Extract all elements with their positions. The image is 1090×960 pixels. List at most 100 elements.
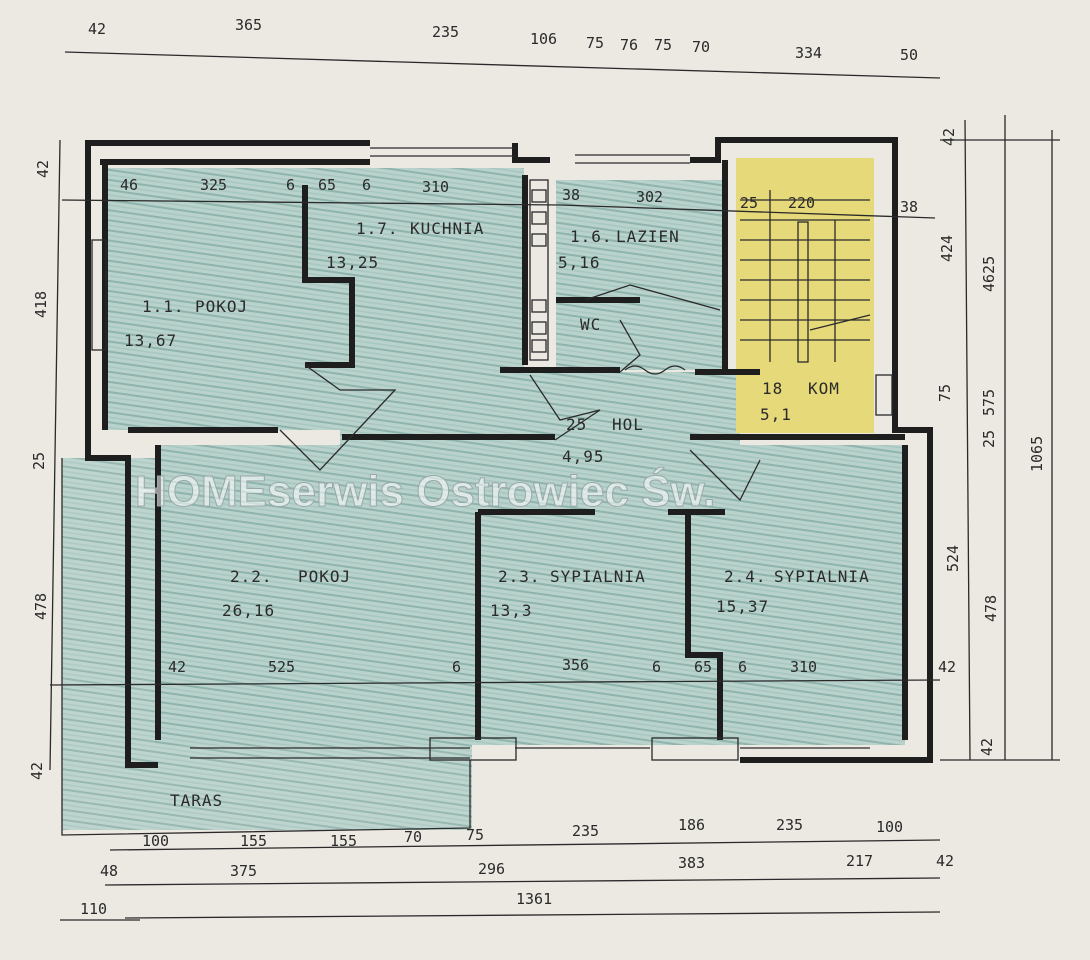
dim-text: 217 [846,852,873,870]
dim-text: 48 [100,862,118,880]
room-number: 1.1. [142,297,185,316]
dim-text: 296 [478,860,505,878]
left-dimensions: 42 418 25 478 42 [28,160,52,780]
room-pokoj-2-2: 2.2. POKOJ 26,16 [222,567,351,620]
dim-text: 42 [168,658,186,676]
staircase-fill [736,158,874,433]
dim-text: 76 [620,36,638,54]
dim-text: 42 [88,20,106,38]
room-area: 15,37 [716,597,769,616]
room-name: TARAS [170,791,223,810]
dim-text: 25 [740,194,758,212]
dim-text: 424 [938,235,956,262]
dim-text: 6 [286,176,295,194]
dim-text: 100 [142,832,169,850]
dim-text: 235 [572,822,599,840]
dim-text: 6 [452,658,461,676]
dim-text: 42 [34,160,52,178]
room-kuchnia: 1.7. KUCHNIA 13,25 [326,219,484,272]
dim-text: 186 [678,816,705,834]
dim-text: 42 [978,738,996,756]
dim-text: 110 [80,900,107,918]
top-dimensions: 42 365 235 106 75 76 75 70 334 50 [88,16,918,64]
room-area: 26,16 [222,601,275,620]
right-dimensions: 42 424 75 25 524 42 4625 575 478 1065 [936,128,1046,756]
dim-text: 524 [944,545,962,572]
room-name: POKOJ [195,297,248,316]
dim-text: 70 [692,38,710,56]
dim-text: 235 [776,816,803,834]
dim-text: 383 [678,854,705,872]
floor-area [62,168,905,830]
room-name: KUCHNIA [410,219,484,238]
dim-text: 25 [980,430,998,448]
room-taras: TARAS [170,791,223,810]
dim-text: 6 [362,176,371,194]
dimension-lines [49,51,1060,921]
room-name: POKOJ [298,567,351,586]
room-labels: 1.1. POKOJ 13,67 1.7. KUCHNIA 13,25 1.6.… [124,219,870,810]
room-lazienka: 1.6. LAZIEN 5,16 [558,227,680,272]
room-area: 13,67 [124,331,177,350]
room-area: 4,95 [562,447,605,466]
dim-text: 478 [982,595,1000,622]
dim-text: 1361 [516,890,552,908]
room-name: SYPIALNIA [774,567,870,586]
dim-text: 75 [466,826,484,844]
dim-text: 100 [876,818,903,836]
dim-text: 42 [936,852,954,870]
dim-text: 325 [200,176,227,194]
dim-text: 75 [654,36,672,54]
room-wc: WC [580,315,601,334]
room-number: 18 [762,379,783,398]
dim-text: 38 [900,198,918,216]
bottom-dimensions: 100 155 155 70 75 235 186 235 100 48 375… [80,816,954,918]
room-number: 2.3. [498,567,541,586]
dim-text: 4625 [980,256,998,292]
room-area: 13,25 [326,253,379,272]
dim-text: 155 [240,832,267,850]
room-name: WC [580,315,601,334]
dim-text: 310 [790,658,817,676]
dim-text: 478 [32,593,50,620]
dim-text: 38 [562,186,580,204]
dim-text: 155 [330,832,357,850]
dim-text: 365 [235,16,262,34]
dim-text: 46 [120,176,138,194]
room-sypialnia-2-3: 2.3. SYPIALNIA 13,3 [490,567,645,620]
walls [61,137,933,836]
room-area: 5,1 [760,405,792,424]
dim-text: 106 [530,30,557,48]
room-number: 2.2. [230,567,273,586]
dim-text: 1065 [1028,436,1046,472]
dim-text: 356 [562,656,589,674]
dim-text: 235 [432,23,459,41]
middle-dimensions: 42 525 6 356 6 65 6 310 42 [168,656,956,676]
room-name: LAZIEN [616,227,680,246]
room-pokoj-1-1: 1.1. POKOJ 13,67 [124,297,248,350]
door-swings [279,284,761,502]
dim-text: 65 [694,658,712,676]
dim-text: 42 [938,658,956,676]
watermark: HOMEserwis Ostrowiec Św. [135,466,715,516]
dim-text: 220 [788,194,815,212]
dim-text: 65 [318,176,336,194]
staircase [740,190,871,363]
room-name: KOM [808,379,840,398]
room-number: 1.7. [356,219,399,238]
ventilation-shafts [529,179,549,361]
dim-text: 75 [586,34,604,52]
dim-text: 75 [936,384,954,402]
dim-text: 418 [32,291,50,318]
dim-text: 42 [28,762,46,780]
dim-text: 310 [422,178,449,196]
dim-text: 302 [636,188,663,206]
room-number: 2.4. [724,567,767,586]
room-area: 13,3 [490,601,533,620]
room-sypialnia-2-4: 2.4. SYPIALNIA 15,37 [716,567,870,616]
dim-text: 42 [940,128,958,146]
room-area: 5,16 [558,253,601,272]
dim-text: 525 [268,658,295,676]
dim-text: 334 [795,44,822,62]
